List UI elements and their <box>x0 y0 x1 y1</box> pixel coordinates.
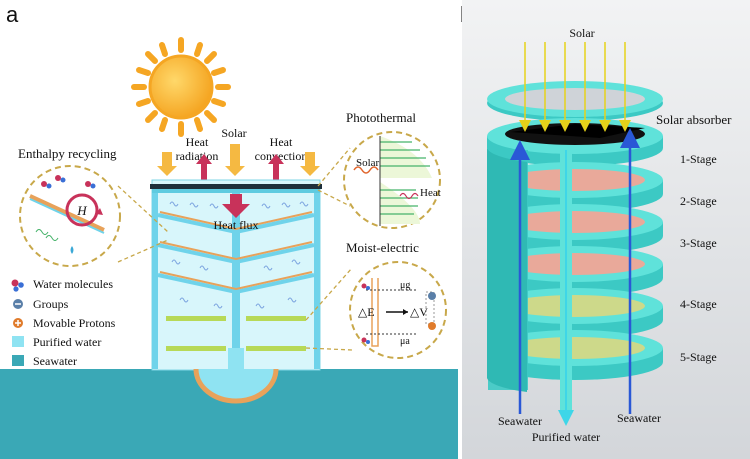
purified-water-label: Purified water <box>532 430 600 444</box>
mu-g-label: μg <box>400 280 410 291</box>
delta-v-label: △V <box>410 305 428 319</box>
legend: Water molecules Groups Movable Protons P… <box>11 277 116 368</box>
heat-flux-label: Heat flux <box>214 218 259 232</box>
stage-label-4: 4-Stage <box>680 297 717 311</box>
solar-arrows-a <box>157 144 320 176</box>
vapor-squiggles <box>169 201 309 309</box>
ring-2 <box>487 162 663 212</box>
photothermal-title: Photothermal <box>346 110 416 125</box>
stage-label-1: 1-Stage <box>680 152 717 166</box>
purified-water-swatch <box>12 336 24 347</box>
seawater-label-right: Seawater <box>617 411 661 425</box>
panel-b: Solar Solar absorber 1-Stage 2-Stage 3-S… <box>462 0 750 459</box>
central-pipes <box>510 128 640 426</box>
solar-label-b: Solar <box>569 26 594 40</box>
stage-label-5: 5-Stage <box>680 350 717 364</box>
stage-label-3: 3-Stage <box>680 236 717 250</box>
ring-5 <box>487 288 663 338</box>
photothermal-solar-label: Solar <box>356 157 380 169</box>
panel-label-a: a <box>6 2 19 27</box>
group-icon <box>13 299 23 309</box>
ring-3 <box>487 204 663 254</box>
solar-absorber-label: Solar absorber <box>656 112 732 127</box>
enthalpy-recycling-inset <box>19 165 121 267</box>
solar-label-a: Solar <box>221 126 246 140</box>
stage-label-2: 2-Stage <box>680 194 717 208</box>
ring-top <box>487 81 663 121</box>
photothermal-inset <box>343 131 441 229</box>
connector-lines <box>117 147 353 351</box>
panel-a: Solar Heat radiation Heat convection <box>0 37 458 459</box>
enthalpy-symbol: H <box>76 203 87 218</box>
ring-6 <box>487 330 663 380</box>
mu-a-label: μa <box>400 336 410 347</box>
moist-electric-inset <box>349 261 447 359</box>
seawater-swatch <box>12 355 24 366</box>
legend-label-water: Water molecules <box>33 277 113 291</box>
legend-label-purified: Purified water <box>33 335 101 349</box>
water-molecule-icon <box>11 279 24 292</box>
sun-icon <box>131 37 231 137</box>
heat-convection-label-1: Heat <box>270 135 293 149</box>
legend-label-groups: Groups <box>33 297 69 311</box>
legend-label-protons: Movable Protons <box>33 316 116 330</box>
heat-radiation-label-1: Heat <box>186 135 209 149</box>
heat-loss-arrows <box>196 154 284 180</box>
solar-arrows-b <box>519 42 631 132</box>
delta-e-label: △E <box>358 305 375 319</box>
moist-electric-title: Moist-electric <box>346 240 419 255</box>
enthalpy-recycling-title: Enthalpy recycling <box>18 146 117 161</box>
seawater-label-left: Seawater <box>498 414 542 428</box>
heat-flux-arrow <box>222 194 250 218</box>
ring-4 <box>487 246 663 296</box>
photothermal-heat-label: Heat <box>420 187 441 199</box>
proton-icon <box>13 318 23 328</box>
heat-radiation-label-2: radiation <box>176 149 219 163</box>
stage-rings <box>487 81 663 392</box>
legend-label-seawater: Seawater <box>33 354 77 368</box>
heat-convection-label-2: convection <box>255 149 308 163</box>
